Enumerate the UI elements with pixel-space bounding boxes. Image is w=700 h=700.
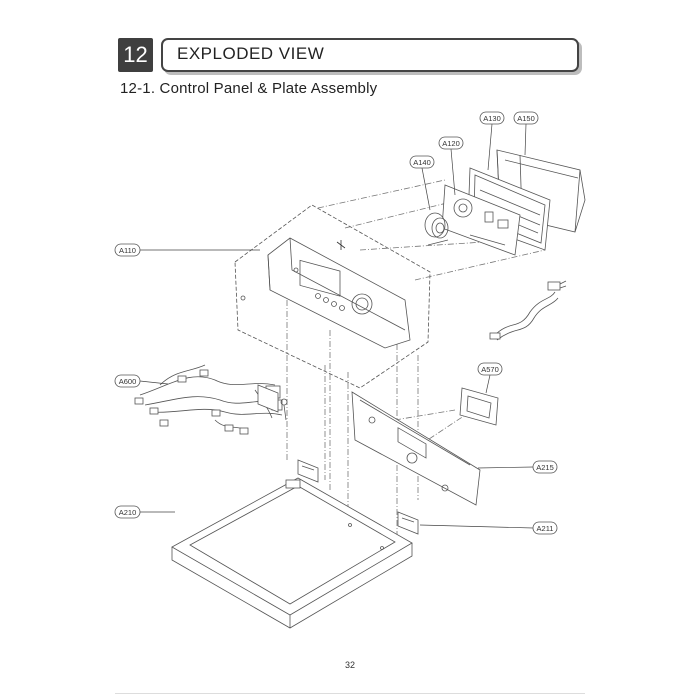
part-a215-back-plate (351, 391, 481, 506)
callout-a600-bubble (114, 374, 141, 388)
power-cord (489, 280, 567, 341)
chapter-header-box: EXPLODED VIEW (161, 38, 579, 72)
section-title: 12-1. Control Panel & Plate Assembly (120, 80, 378, 97)
callout-a210-bubble (114, 505, 141, 519)
callout-a150-label: A150 (517, 114, 535, 123)
leader-lines (139, 123, 534, 529)
callout-a140-bubble (409, 155, 435, 169)
callout-a120-bubble (438, 136, 464, 150)
chapter-title: EXPLODED VIEW (177, 44, 325, 63)
part-a120-pcb-assembly (441, 184, 521, 256)
chapter-number-badge: 12 (118, 38, 153, 72)
callout-a570-label: A570 (481, 365, 499, 374)
callout-a211-bubble (532, 521, 558, 535)
control-panel-assembly-outline (234, 204, 431, 389)
part-a570-cover-plate (459, 387, 499, 426)
harness-bracket (257, 384, 288, 421)
callout-a215-bubble (532, 460, 558, 474)
callout-a570-bubble (477, 362, 503, 376)
callout-a600-label: A600 (119, 377, 137, 386)
part-a110-control-panel (240, 237, 411, 349)
callout-a130-bubble (479, 111, 505, 125)
callout-a110-bubble (114, 243, 141, 257)
part-a210-top-plate (171, 477, 413, 629)
callout-a211-label: A211 (537, 524, 554, 533)
callout-bubbles (114, 111, 558, 535)
page-number: 32 (344, 660, 355, 670)
callout-a110-label: A110 (119, 246, 136, 255)
callout-a130-label: A130 (483, 114, 501, 123)
callout-a150-bubble (513, 111, 539, 125)
footer-divider (115, 693, 585, 694)
part-a140-knob (424, 212, 449, 246)
callout-a210-label: A210 (119, 508, 137, 517)
callout-a140-label: A140 (413, 158, 431, 167)
callout-a120-label: A120 (442, 139, 460, 148)
part-a211-hinge-brackets (297, 459, 419, 535)
callout-a215-label: A215 (536, 463, 554, 472)
